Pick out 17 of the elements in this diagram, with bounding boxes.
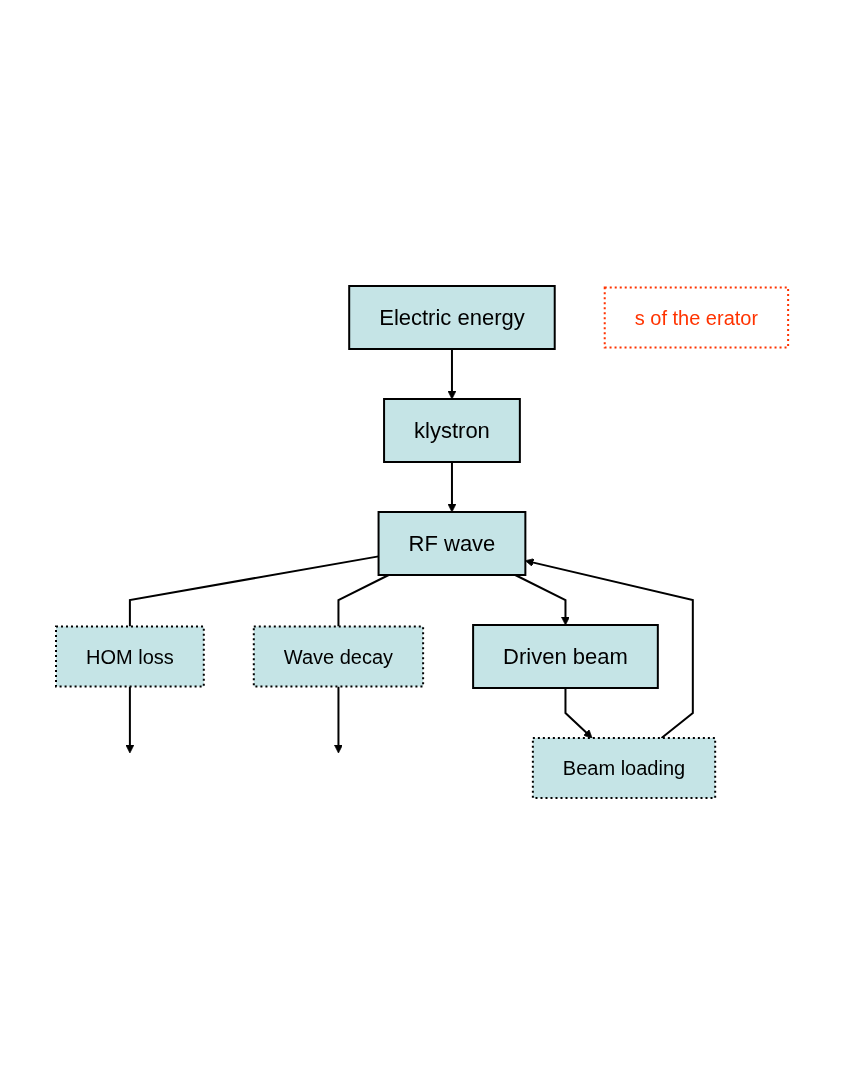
node-box: s of the erator xyxy=(604,286,790,348)
connector xyxy=(129,554,380,627)
connector xyxy=(337,573,391,627)
node-box: klystron xyxy=(383,397,522,463)
arrow xyxy=(564,686,593,738)
arrow xyxy=(334,685,344,753)
arrow xyxy=(448,460,457,512)
node-box: HOM loss xyxy=(55,625,206,687)
arrow xyxy=(514,573,571,625)
node-box: Electric energy xyxy=(348,284,557,350)
node-box: Wave decay xyxy=(253,625,425,687)
node-box: Driven beam xyxy=(472,623,660,689)
arrow xyxy=(125,685,135,753)
node-box: Beam loading xyxy=(532,736,717,799)
arrow xyxy=(525,557,695,739)
arrow xyxy=(448,347,457,399)
node-box: RF wave xyxy=(378,510,527,576)
